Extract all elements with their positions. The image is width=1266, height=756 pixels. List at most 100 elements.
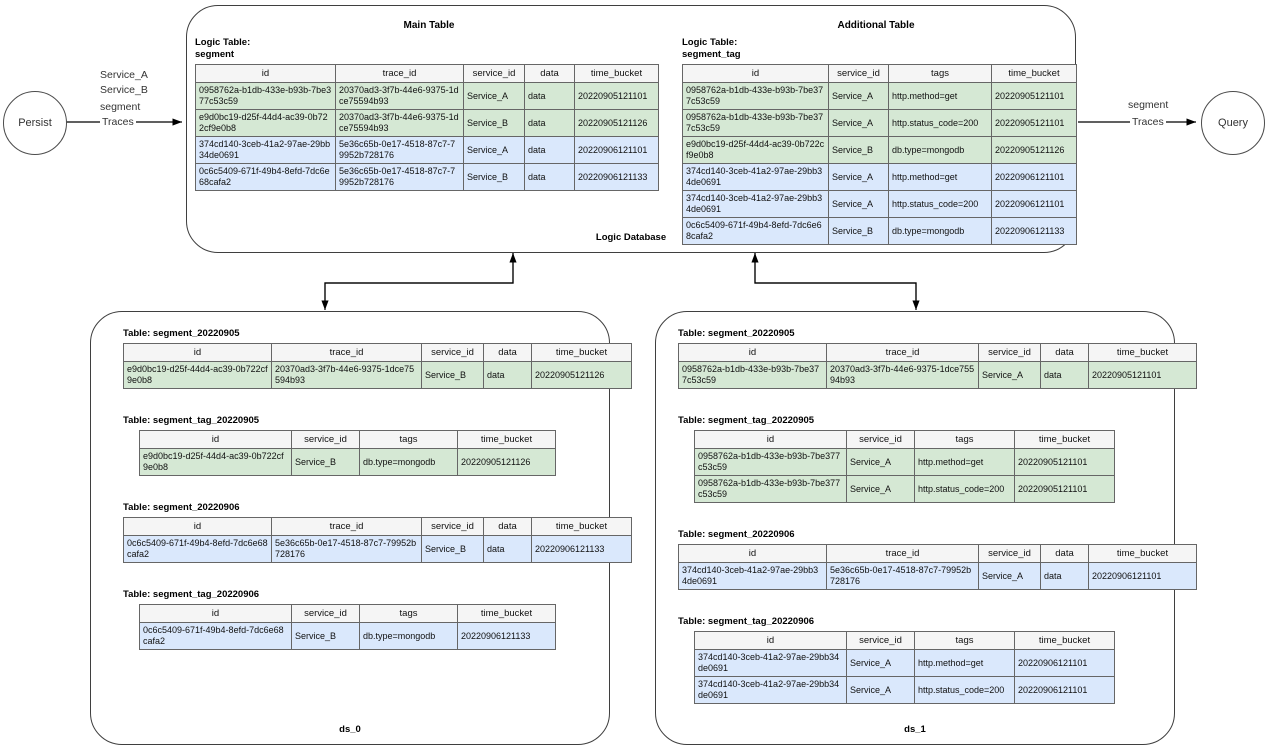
table-cell: data — [1040, 361, 1089, 389]
column-header-tags: tags — [359, 430, 458, 449]
column-header-data: data — [524, 64, 575, 83]
table-cell: db.type=mongodb — [359, 622, 458, 650]
table-cell: 20220905121126 — [531, 361, 632, 389]
table-cell: Service_B — [421, 535, 484, 563]
column-header-id: id — [678, 343, 827, 362]
column-header-service_id: service_id — [846, 430, 915, 449]
table-cell: 374cd140-3ceb-41a2-97ae-29bb34de0691 — [682, 163, 829, 191]
query-node[interactable]: Query — [1201, 91, 1265, 155]
table-cell: http.status_code=200 — [914, 676, 1015, 704]
column-header-id: id — [694, 430, 847, 449]
ds-table-title: Table: segment_tag_20220906 — [123, 589, 260, 600]
table-cell: 20220906121101 — [574, 136, 659, 164]
column-header-time_bucket: time_bucket — [1014, 631, 1115, 650]
ds-table-title: Table: segment_20220905 — [678, 328, 795, 339]
table-cell: 20220906121101 — [1014, 676, 1115, 704]
logic-database-label: Logic Database — [595, 232, 667, 243]
table-cell: Service_A — [846, 649, 915, 677]
table-cell: 0c6c5409-671f-49b4-8efd-7dc6e68cafa2 — [139, 622, 292, 650]
column-header-time_bucket: time_bucket — [1088, 544, 1197, 563]
right-segment-label: segment — [1128, 99, 1169, 111]
right-traces-label: Traces — [1130, 116, 1166, 128]
table-cell: Service_A — [978, 361, 1041, 389]
table-cell: 0c6c5409-671f-49b4-8efd-7dc6e68cafa2 — [123, 535, 272, 563]
table-cell: http.method=get — [914, 649, 1015, 677]
table-cell: 5e36c65b-0e17-4518-87c7-79952b728176 — [335, 163, 464, 191]
table-cell: 20220906121101 — [1088, 562, 1197, 590]
table-cell: 20220905121101 — [991, 82, 1077, 110]
table-cell: Service_A — [463, 82, 525, 110]
ds-table-title: Table: segment_tag_20220906 — [678, 616, 815, 627]
column-header-data: data — [1040, 544, 1089, 563]
column-header-id: id — [678, 544, 827, 563]
column-header-service_id: service_id — [291, 604, 360, 623]
table-cell: Service_B — [828, 136, 889, 164]
column-header-trace_id: trace_id — [271, 517, 422, 536]
table-cell: 20220905121126 — [991, 136, 1077, 164]
ds0-label: ds_0 — [339, 724, 361, 735]
column-header-id: id — [123, 343, 272, 362]
table-cell: 0958762a-b1db-433e-b93b-7be377c53c59 — [694, 448, 847, 476]
persist-node[interactable]: Persist — [3, 91, 67, 155]
table-cell: 374cd140-3ceb-41a2-97ae-29bb34de0691 — [678, 562, 827, 590]
table-cell: 0c6c5409-671f-49b4-8efd-7dc6e68cafa2 — [682, 217, 829, 245]
table-cell: Service_A — [846, 448, 915, 476]
table-cell: 0958762a-b1db-433e-b93b-7be377c53c59 — [678, 361, 827, 389]
table-cell: data — [1040, 562, 1089, 590]
column-header-service_id: service_id — [421, 343, 484, 362]
ds-table-title: Table: segment_20220906 — [123, 502, 240, 513]
table-cell: 20370ad3-3f7b-44e6-9375-1dce75594b93 — [826, 361, 979, 389]
table-cell: e9d0bc19-d25f-44d4-ac39-0b722cf9e0b8 — [123, 361, 272, 389]
table-cell: Service_B — [421, 361, 484, 389]
table-cell: 374cd140-3ceb-41a2-97ae-29bb34de0691 — [694, 649, 847, 677]
table-cell: 5e36c65b-0e17-4518-87c7-79952b728176 — [271, 535, 422, 563]
table-cell: Service_B — [291, 622, 360, 650]
column-header-time_bucket: time_bucket — [991, 64, 1077, 83]
additional-logic-table-title: Logic Table: segment_tag — [682, 37, 741, 60]
column-header-id: id — [195, 64, 336, 83]
table-cell: http.method=get — [914, 448, 1015, 476]
left-services-label: Service_A Service_B — [100, 69, 148, 96]
table-cell: http.method=get — [888, 82, 992, 110]
column-header-time_bucket: time_bucket — [457, 604, 556, 623]
column-header-service_id: service_id — [978, 544, 1041, 563]
column-header-id: id — [682, 64, 829, 83]
